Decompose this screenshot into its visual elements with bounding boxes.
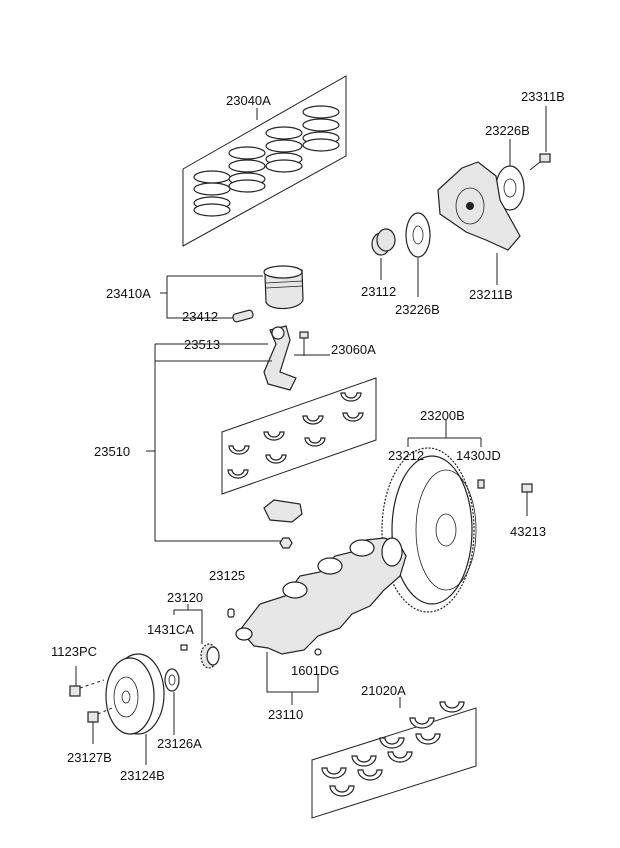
label-23126A: 23126A (157, 736, 202, 751)
bolt-1123PC (69, 666, 105, 697)
label-23510: 23510 (94, 444, 130, 459)
label-23212: 23212 (388, 448, 424, 463)
key-23125 (227, 608, 235, 618)
piston-ring-set (182, 75, 347, 247)
ring-stack-2 (228, 146, 266, 193)
crankshaft (235, 537, 407, 655)
main-bearing-set (311, 701, 477, 819)
washer-23126A (164, 668, 180, 692)
label-1601DG: 1601DG (291, 663, 339, 678)
label-23127B: 23127B (67, 750, 112, 765)
flywheel-23212 (381, 447, 477, 613)
key-1431CA (180, 644, 188, 651)
label-23112: 23112 (361, 284, 396, 299)
pulley-23124B (105, 653, 165, 735)
label-23412: 23412 (182, 309, 218, 324)
bolt-23311B (529, 153, 551, 171)
label-23110: 23110 (268, 707, 303, 722)
rod-nut (279, 537, 293, 549)
rod-bolt-23513 (299, 331, 309, 356)
drive-plate (437, 161, 521, 251)
bolt-23127B (87, 707, 113, 744)
label-23513: 23513 (184, 337, 220, 352)
flywheel-bolt-43213 (521, 483, 533, 516)
ring-stack-4 (302, 105, 340, 152)
conrod-bearing-set (221, 377, 377, 495)
dowel-1430JD (477, 479, 485, 489)
label-23226B-top: 23226B (485, 123, 530, 138)
ring-stack-3 (265, 126, 303, 173)
label-23040A: 23040A (226, 93, 271, 108)
label-1123PC: 1123PC (51, 644, 97, 659)
label-23120: 23120 (167, 590, 203, 605)
label-21020A: 21020A (361, 683, 406, 698)
label-43213: 43213 (510, 524, 546, 539)
label-1430JD: 1430JD (456, 448, 501, 463)
ring-stack-1 (193, 170, 231, 217)
label-23200B: 23200B (420, 408, 465, 423)
label-23124B: 23124B (120, 768, 165, 783)
label-1431CA: 1431CA (147, 622, 194, 637)
label-23211B: 23211B (469, 287, 513, 302)
sprocket-23120 (200, 643, 220, 669)
reinforcement-plate-bottom (405, 212, 431, 258)
rod-cap (263, 499, 303, 523)
piston-23410A (263, 265, 304, 310)
flex-plate-assembly (371, 106, 551, 297)
connecting-rod (263, 325, 297, 391)
label-23060A: 23060A (331, 342, 376, 357)
plug-1601DG (314, 648, 322, 656)
spacer-23112 (371, 228, 396, 256)
label-23125: 23125 (209, 568, 245, 583)
piston-pin-23412 (232, 309, 254, 323)
label-23410A: 23410A (106, 286, 151, 301)
label-23311B: 23311B (521, 89, 565, 104)
label-23226B-bottom: 23226B (395, 302, 440, 317)
